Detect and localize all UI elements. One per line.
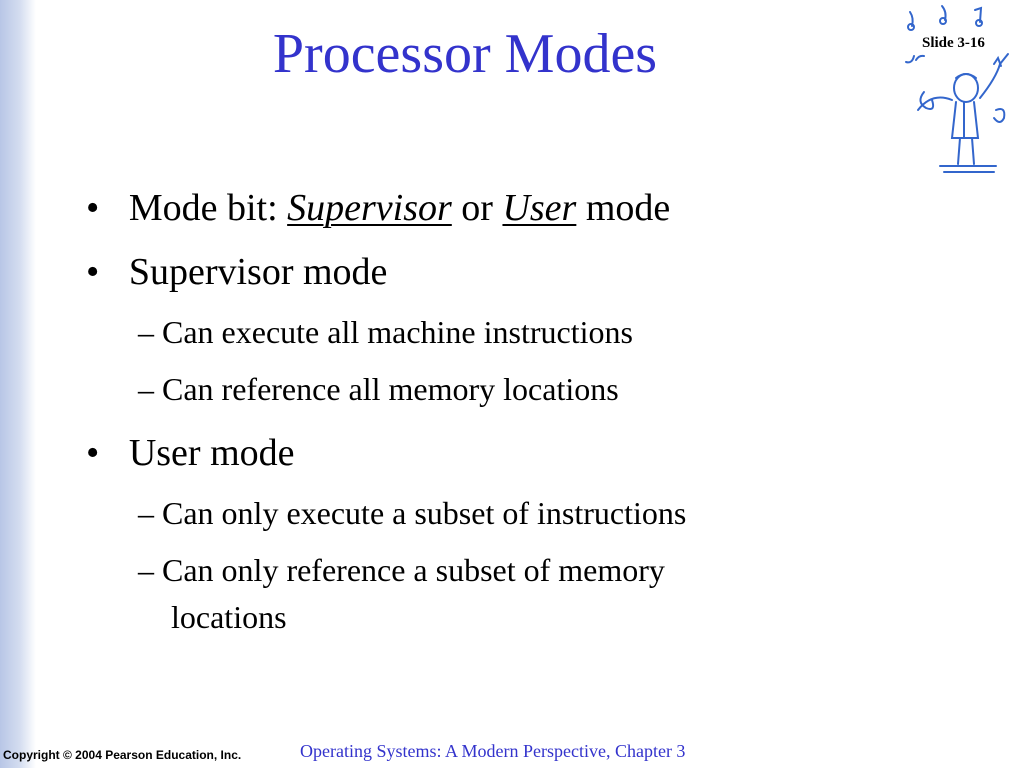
slide-title: Processor Modes — [272, 23, 658, 85]
bullet-user-mode: • User mode — [86, 431, 295, 475]
conductor-music-icon — [905, 5, 1009, 173]
sub-bullet-text-line1: Can only reference a subset of memory — [162, 552, 665, 588]
bullet-marker: • — [86, 432, 100, 474]
sub-bullet-reference-subset-cont: locations — [171, 598, 287, 636]
sub-bullet-text-line2: locations — [171, 599, 287, 635]
sub-bullet-text: Can reference all memory locations — [162, 371, 619, 407]
supervisor-term: Supervisor — [287, 187, 452, 229]
bullet-mode-bit: • Mode bit: Supervisor or User mode — [86, 186, 670, 230]
sub-bullet-text: Can execute all machine instructions — [162, 314, 633, 350]
bullet-supervisor-mode: • Supervisor mode — [86, 250, 387, 294]
sub-bullet-execute-all: – Can execute all machine instructions — [138, 313, 633, 351]
dash-marker: – — [138, 314, 154, 350]
sub-bullet-reference-all: – Can reference all memory locations — [138, 370, 619, 408]
bullet-marker: • — [86, 251, 100, 293]
book-title: Operating Systems: A Modern Perspective,… — [300, 741, 686, 761]
sub-bullet-reference-subset: – Can only reference a subset of memory — [138, 551, 665, 589]
slide-number: Slide 3-16 — [922, 35, 985, 51]
sub-bullet-execute-subset: – Can only execute a subset of instructi… — [138, 494, 686, 532]
bullet-text-mid: or — [451, 187, 503, 229]
bullet-text: User mode — [128, 432, 295, 474]
bullet-marker: • — [86, 187, 100, 229]
user-term: User — [502, 187, 577, 229]
bullet-text: Mode bit: — [128, 187, 288, 229]
sub-bullet-text: Can only execute a subset of instruction… — [162, 495, 687, 531]
dash-marker: – — [138, 495, 154, 531]
dash-marker: – — [138, 371, 154, 407]
dash-marker: – — [138, 552, 154, 588]
bullet-text: Supervisor mode — [128, 251, 388, 293]
bullet-text-suffix: mode — [576, 187, 671, 229]
left-gradient-band — [0, 0, 36, 768]
copyright-notice: Copyright © 2004 Pearson Education, Inc. — [3, 748, 242, 762]
